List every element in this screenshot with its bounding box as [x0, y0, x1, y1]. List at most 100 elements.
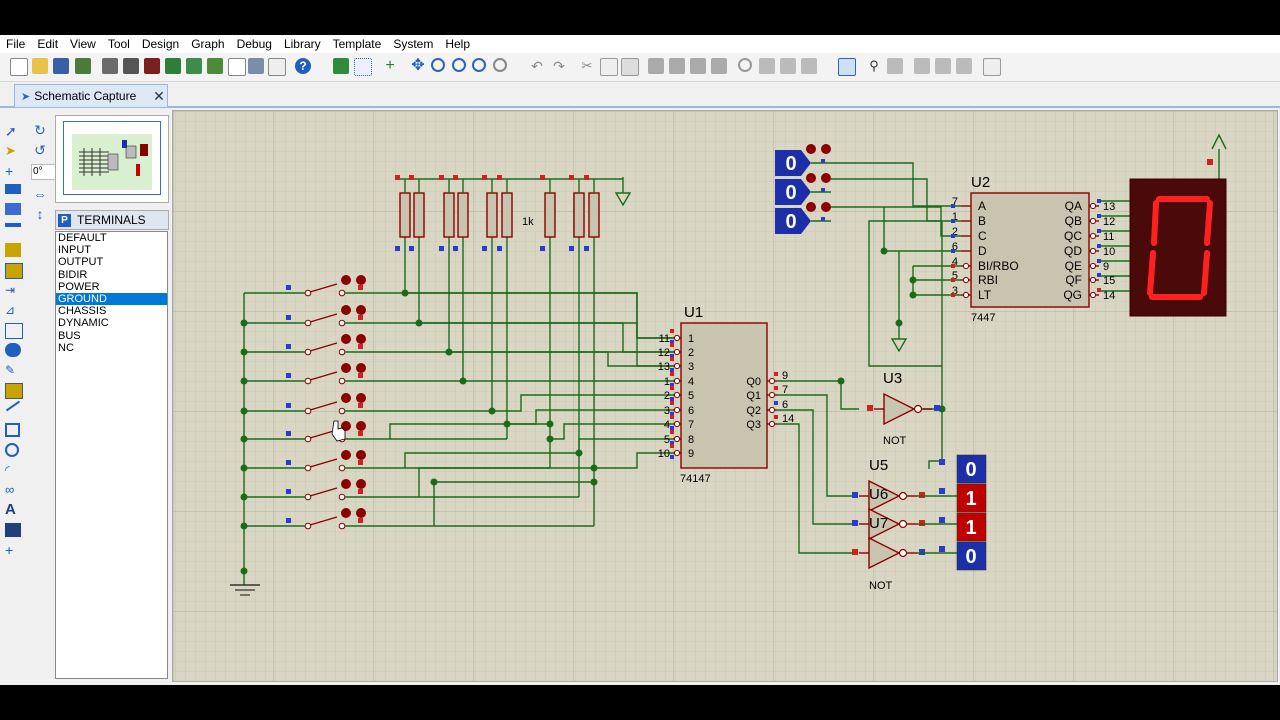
terminal-item[interactable]: INPUT: [58, 244, 91, 257]
logic-state-inputs[interactable]: 000: [775, 144, 831, 234]
menu-view[interactable]: View: [70, 37, 96, 51]
back-icon[interactable]: [165, 58, 181, 74]
tape-recorder-icon[interactable]: [5, 323, 23, 339]
wire-label-icon[interactable]: [5, 184, 21, 194]
overview-viewport[interactable]: [63, 121, 161, 195]
help-icon[interactable]: ?: [295, 58, 311, 74]
ground-terminal-mid[interactable]: [890, 323, 908, 353]
terminal-item[interactable]: DYNAMIC: [58, 317, 109, 330]
bill-of-materials-icon[interactable]: [983, 58, 1001, 76]
pick-button[interactable]: P: [58, 213, 71, 227]
chip-icon[interactable]: [144, 58, 160, 74]
save-icon[interactable]: [53, 58, 69, 74]
rotate-clockwise-icon[interactable]: ↻: [34, 122, 46, 138]
component-icon[interactable]: [123, 58, 139, 74]
pick-device-icon[interactable]: [738, 58, 752, 72]
rotate-anticlockwise-icon[interactable]: ↺: [34, 142, 46, 158]
refresh-icon[interactable]: [333, 58, 349, 74]
terminal-item[interactable]: DEFAULT: [58, 232, 107, 244]
probe-icon[interactable]: ✎: [5, 363, 16, 377]
terminal-item[interactable]: BIDIR: [58, 268, 88, 281]
resistor-bank[interactable]: [395, 175, 600, 251]
grid-icon[interactable]: [354, 58, 372, 76]
terminal-item-selected[interactable]: GROUND: [56, 292, 167, 306]
block-move-icon[interactable]: [669, 58, 685, 74]
pcb-icon[interactable]: [186, 58, 202, 74]
menu-edit[interactable]: Edit: [37, 37, 59, 51]
gerber-icon[interactable]: [207, 58, 223, 74]
terminal-item[interactable]: POWER: [58, 280, 100, 293]
component-mode-icon[interactable]: ➤: [5, 143, 16, 158]
menu-library[interactable]: Library: [283, 37, 321, 51]
power-terminal[interactable]: [1207, 133, 1227, 171]
text-script-icon[interactable]: [5, 203, 21, 215]
terminals-mode-icon[interactable]: [5, 263, 23, 279]
menu-graph[interactable]: Graph: [191, 37, 225, 51]
exit-parent-icon[interactable]: [956, 58, 972, 74]
menu-template[interactable]: Template: [332, 37, 382, 51]
paste-icon[interactable]: [621, 58, 639, 76]
box-tool-icon[interactable]: [5, 423, 20, 437]
terminal-item[interactable]: OUTPUT: [58, 256, 104, 269]
symbol-tool-icon[interactable]: [5, 523, 21, 537]
new-file-icon[interactable]: [10, 58, 28, 76]
path-tool-icon[interactable]: ∞: [5, 482, 15, 497]
remove-sheet-icon[interactable]: [935, 58, 951, 74]
pin-mode-icon[interactable]: ⇥: [5, 283, 16, 297]
zoom-in-icon[interactable]: [431, 58, 445, 72]
menu-system[interactable]: System: [393, 37, 434, 51]
menu-design[interactable]: Design: [141, 37, 180, 51]
menu-tool[interactable]: Tool: [107, 37, 130, 51]
not-gates[interactable]: [852, 392, 957, 570]
copy-icon[interactable]: [600, 58, 618, 76]
decompose-icon[interactable]: [801, 58, 817, 74]
zoom-area-icon[interactable]: [493, 58, 507, 72]
origin-icon[interactable]: +: [385, 57, 395, 74]
arc-tool-icon[interactable]: ◜: [5, 463, 10, 477]
circle-tool-icon[interactable]: [5, 443, 19, 457]
text-tool-icon[interactable]: A: [5, 501, 16, 518]
home-icon[interactable]: [102, 58, 118, 74]
document-icon[interactable]: [228, 58, 246, 76]
import-icon[interactable]: [75, 58, 91, 74]
property-tool-icon[interactable]: [887, 58, 903, 74]
undo-icon[interactable]: ↶: [531, 58, 543, 74]
packaging-icon[interactable]: [780, 58, 796, 74]
overview-window[interactable]: [55, 115, 169, 203]
new-sheet-icon[interactable]: [914, 58, 930, 74]
zoom-out-icon[interactable]: [452, 58, 466, 72]
bus-icon[interactable]: [5, 223, 21, 227]
tab-schematic-capture[interactable]: ➤ Schematic Capture ✕: [14, 84, 168, 107]
list-icon[interactable]: [248, 58, 264, 74]
wire-autorouter-icon[interactable]: [838, 58, 856, 76]
close-icon[interactable]: ✕: [153, 87, 165, 104]
menu-debug[interactable]: Debug: [236, 37, 272, 51]
terminal-item[interactable]: CHASSIS: [58, 305, 107, 318]
cut-icon[interactable]: ✂: [581, 58, 593, 73]
open-folder-icon[interactable]: [32, 58, 48, 74]
line-tool-icon[interactable]: [5, 400, 21, 412]
mirror-horizontal-icon[interactable]: ⇔: [33, 186, 47, 202]
ground-symbol[interactable]: [230, 571, 260, 596]
seven-segment-display[interactable]: 0: [173, 111, 1227, 317]
ground-terminal-top[interactable]: [614, 177, 632, 207]
generator-icon[interactable]: [5, 343, 21, 357]
mirror-vertical-icon[interactable]: ↕: [36, 206, 44, 222]
marker-tool-icon[interactable]: +: [5, 542, 14, 558]
junction-icon[interactable]: +: [5, 163, 14, 179]
selection-mode-icon[interactable]: ➚: [5, 123, 17, 139]
notes-icon[interactable]: [268, 58, 286, 76]
subcircuit-icon[interactable]: [5, 243, 21, 257]
instrument-icon[interactable]: [5, 383, 23, 399]
menu-help[interactable]: Help: [445, 37, 471, 51]
block-delete-icon[interactable]: [711, 58, 727, 74]
terminal-item[interactable]: BUS: [58, 329, 81, 342]
make-device-icon[interactable]: [759, 58, 775, 74]
menu-file[interactable]: File: [6, 37, 26, 51]
pan-icon[interactable]: ✥: [411, 57, 425, 74]
redo-icon[interactable]: ↷: [553, 58, 565, 74]
